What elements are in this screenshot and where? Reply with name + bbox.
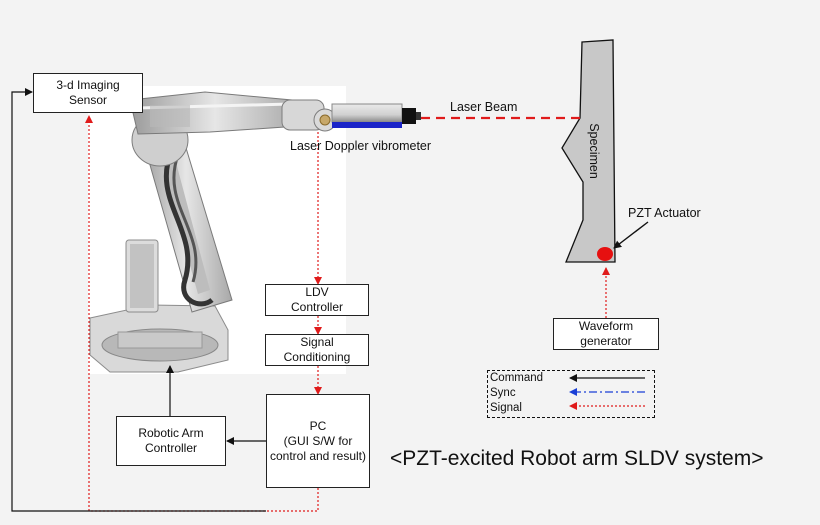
waveform-generator-box: Waveform generator	[553, 318, 659, 350]
pzt-actuator-label: PZT Actuator	[628, 206, 701, 220]
legend-signal-label: Signal	[490, 402, 522, 414]
ldv-controller-box: LDV Controller	[265, 284, 369, 316]
pzt-actuator-dot	[597, 247, 613, 261]
pzt-pointer-line	[613, 221, 649, 249]
robot-arm-illustration	[89, 91, 421, 373]
legend-sync-label: Sync	[490, 387, 516, 399]
imaging-sensor-box: 3-d Imaging Sensor	[33, 73, 143, 113]
signal-conditioning-box: Signal Conditioning	[265, 334, 369, 366]
robotic-arm-controller-box: Robotic Arm Controller	[116, 416, 226, 466]
legend-command-label: Command	[490, 372, 544, 384]
laser-beam-label: Laser Beam	[450, 100, 518, 114]
command-loop-to-imaging-sensor	[11, 88, 266, 512]
specimen-shape	[561, 39, 616, 263]
diagram-caption: <PZT-excited Robot arm SLDV system>	[390, 447, 764, 470]
laser-doppler-vibrometer-label: Laser Doppler vibrometer	[290, 139, 432, 153]
legend: Command Sync Signal	[487, 370, 655, 418]
pc-box: PC (GUI S/W for control and result)	[266, 394, 370, 488]
specimen-label: Specimen	[586, 123, 601, 179]
